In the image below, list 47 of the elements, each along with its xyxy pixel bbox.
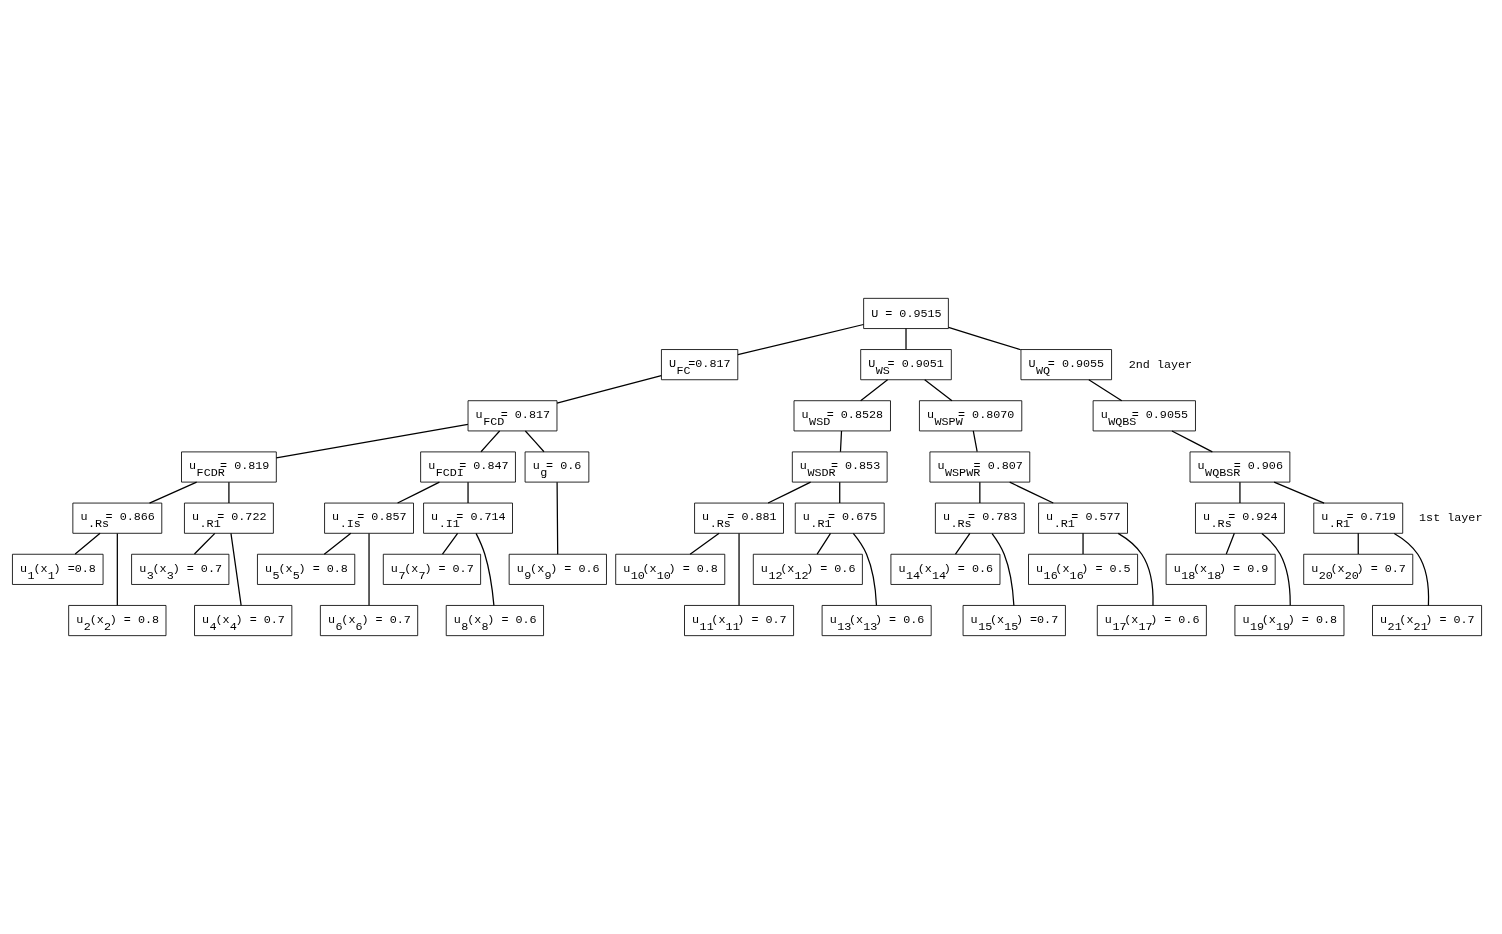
connector [738, 532, 740, 606]
connector [1117, 532, 1154, 607]
connector [524, 430, 545, 453]
connector [556, 375, 662, 404]
connector [816, 532, 832, 555]
connector [1088, 379, 1123, 402]
connector [839, 481, 841, 504]
label: 1st layer [1419, 511, 1483, 526]
connector [1009, 481, 1054, 504]
connector [839, 430, 843, 453]
connector [689, 532, 720, 555]
label: 2nd layer [1128, 357, 1193, 372]
connector [1261, 532, 1291, 606]
connector [767, 481, 812, 504]
connector [991, 532, 1015, 607]
connector [275, 423, 469, 459]
connector [860, 379, 889, 402]
connector [1393, 532, 1430, 607]
connector [193, 532, 216, 555]
connector [368, 532, 370, 606]
connector [1273, 481, 1325, 504]
connector [924, 379, 953, 402]
connector [905, 328, 907, 350]
node-box: U = 0.9515 [863, 297, 949, 329]
connector [396, 481, 441, 504]
connector [1082, 532, 1084, 555]
connector [323, 532, 352, 555]
connector [74, 532, 101, 555]
connector [972, 430, 978, 453]
connector [954, 532, 971, 555]
connector [480, 430, 501, 453]
connector [475, 532, 495, 606]
connector [441, 532, 459, 555]
connector [556, 481, 559, 555]
connector [467, 481, 469, 504]
connector [1171, 430, 1213, 453]
connector [947, 326, 1022, 351]
connector [737, 323, 865, 356]
connector [1239, 481, 1241, 504]
connector [116, 532, 118, 606]
connector [1357, 532, 1359, 555]
connector [228, 481, 230, 504]
connector [1225, 532, 1235, 555]
connector [230, 532, 242, 606]
connector [148, 481, 198, 504]
connector [852, 532, 878, 606]
connector [979, 481, 981, 504]
